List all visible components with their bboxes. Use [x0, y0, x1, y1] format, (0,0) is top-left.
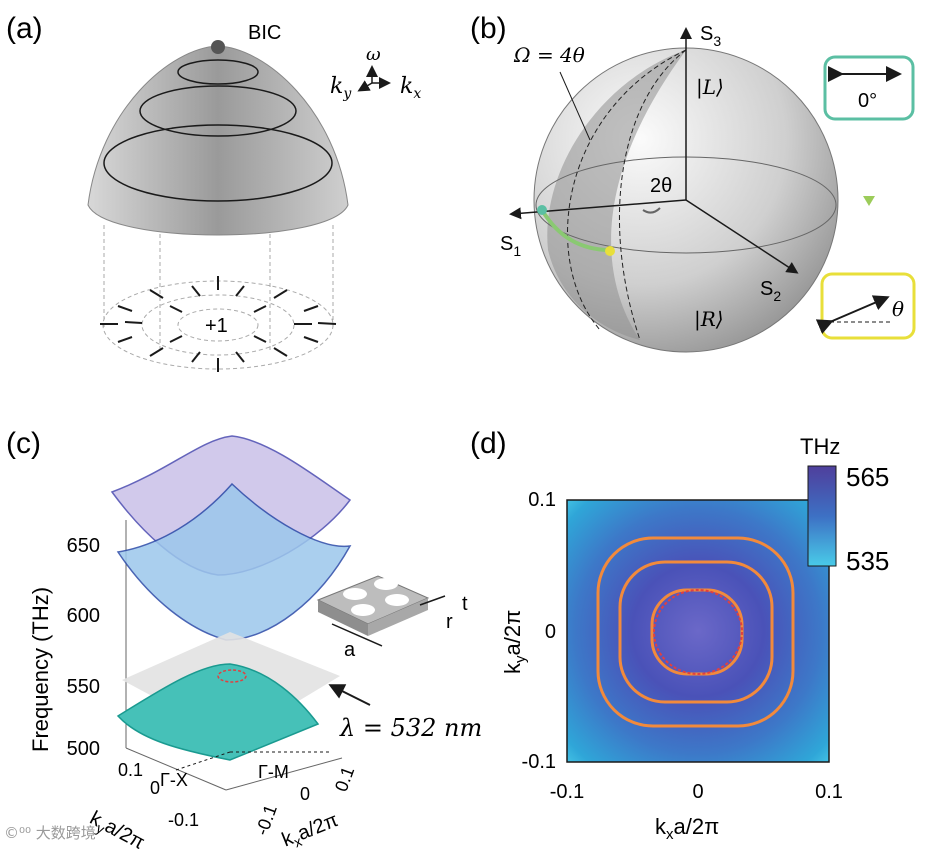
panel-c-label: (c): [6, 427, 41, 460]
panel-b: (b) Ω = 4θ 2θ S1 S2 S3 |L⟩ |R⟩ 0° θ: [470, 12, 916, 353]
panel-b-label: (b): [470, 12, 507, 45]
colorbar-max: 565: [846, 462, 889, 492]
z-ticks: 650 600 550 500: [67, 535, 100, 760]
omega-pointer: [559, 71, 591, 141]
map-frame: [566, 499, 830, 763]
map-y-tick-0: 0: [545, 621, 556, 643]
panel-c: (c) Frequency (THz) 650 600 550 500 a r …: [6, 427, 482, 854]
panel-a: (a) BIC ω ky kx: [6, 12, 421, 372]
kx-tick-01: 0.1: [331, 764, 358, 794]
s1-label: S1: [500, 233, 521, 259]
lune-region: [547, 50, 686, 340]
map-x-ticks: -0.1 0 0.1: [550, 781, 843, 803]
bic-region-marker: [217, 669, 247, 683]
pol-top-angle: 0°: [858, 90, 877, 112]
panel-d-label: (d): [470, 427, 507, 460]
z-tick-500: 500: [67, 738, 100, 760]
s3-label: S3: [700, 23, 721, 49]
z-tick-550: 550: [67, 676, 100, 698]
dim-a-line: [331, 623, 383, 647]
lambda-label: λ = 532 nm: [339, 714, 482, 742]
omega-equation: Ω = 4θ: [513, 43, 585, 67]
polarization-contours: [596, 536, 795, 728]
map-y-tick-01: 0.1: [528, 489, 556, 511]
kx-tick-0: 0: [300, 784, 310, 804]
k-omega-axes-icon: [357, 65, 391, 92]
angle-arc: [642, 207, 661, 214]
map-x-label: kxa/2π: [655, 814, 719, 843]
dim-t: t: [462, 593, 468, 615]
rotated-pol-arrow: [815, 295, 890, 335]
map-y-label: kya/2π: [500, 610, 529, 674]
kx-axis: [225, 757, 343, 791]
start-point: [537, 205, 547, 215]
colorbar: [807, 465, 837, 567]
map-x-tick-m01: -0.1: [550, 781, 584, 803]
ky-tick-01: 0.1: [118, 760, 143, 780]
bic-point: [211, 40, 225, 54]
z-axis-label: Frequency (THz): [28, 587, 53, 752]
map-x-tick-01: 0.1: [815, 781, 843, 803]
colorbar-min: 535: [846, 546, 889, 576]
connector-arrow-icon: [863, 196, 875, 206]
end-point: [605, 246, 615, 256]
ky-axis: [125, 747, 227, 791]
bic-circle: [653, 589, 743, 675]
watermark: ©⁰⁰ 大数跨境: [4, 824, 96, 842]
kx-axis-label: kxa/2π: [279, 809, 343, 854]
axis-ky: ky: [330, 74, 352, 102]
dispersion-cone: [87, 45, 349, 236]
map-x-tick-0: 0: [692, 781, 703, 803]
ky-tick-0: 0: [150, 778, 160, 798]
colorbar-title: THz: [800, 434, 840, 459]
z-tick-650: 650: [67, 535, 100, 557]
dir-gamma-m: Γ-M: [258, 762, 289, 782]
panel-d: (d) 0.1 0 -0.1 -0.1 0 0.1 kxa/2π kya/2π …: [470, 427, 889, 843]
contour-outer: [596, 536, 795, 728]
lambda-pointer: [328, 684, 371, 706]
dim-r-line: [419, 595, 446, 606]
dim-a: a: [344, 639, 356, 661]
map-y-ticks: 0.1 0 -0.1: [522, 489, 556, 773]
iso-contour-small: [177, 59, 259, 85]
topological-charge: +1: [205, 315, 228, 337]
axis-omega: ω: [366, 44, 381, 65]
trajectory: [540, 208, 611, 252]
meridian-dashed: [619, 49, 687, 341]
contour-middle: [618, 560, 774, 704]
ky-ticks: 0.1 0 -0.1: [118, 760, 199, 830]
dim-r: r: [446, 611, 453, 633]
angle-2theta: 2θ: [650, 175, 672, 197]
kx-tick-m01: -0.1: [252, 802, 281, 838]
ket-L: |L⟩: [696, 75, 724, 100]
ket-R: |R⟩: [694, 307, 724, 332]
panel-a-label: (a): [6, 12, 43, 45]
dir-gamma-x: Γ-X: [160, 770, 188, 790]
unit-cell-icon: [316, 575, 430, 636]
ky-tick-m01: -0.1: [168, 810, 199, 830]
polarization-vortex: [100, 276, 337, 372]
iso-contour-mid: [139, 85, 297, 137]
pol-bottom-angle: θ: [892, 297, 904, 321]
meridian-2: [567, 49, 687, 331]
bic-label: BIC: [248, 22, 281, 44]
z-tick-600: 600: [67, 605, 100, 627]
lower-band: [116, 663, 320, 761]
band-frequency-map: [567, 500, 829, 762]
middle-band: [116, 482, 352, 641]
axis-kx: kx: [400, 74, 421, 102]
map-y-tick-m01: -0.1: [522, 751, 556, 773]
iso-contour-large: [103, 124, 333, 202]
s2-label: S2: [760, 278, 781, 304]
